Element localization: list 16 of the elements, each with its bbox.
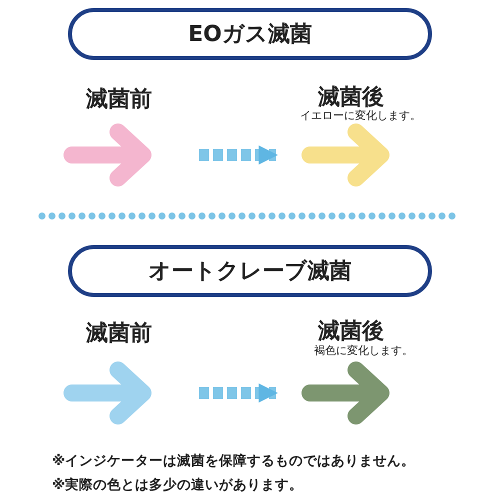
stage-label: 滅菌後 [318, 84, 384, 110]
stage-label: 滅菌前 [86, 320, 152, 348]
arrow-icon [62, 360, 154, 426]
arrow-icon [300, 360, 392, 426]
chevron-arrow [199, 383, 278, 403]
note-text: イエローに変化します。 [300, 108, 421, 123]
heading-banner: オートクレーブ滅菌 [68, 245, 432, 297]
chevron-arrow [199, 145, 278, 165]
arrow-icon [62, 122, 154, 188]
footnote: ※実際の色とは多少の違いがあります。 [52, 476, 304, 494]
arrow-icon [300, 122, 392, 188]
footnote: ※インジケーターは滅菌を保障するものではありません。 [52, 452, 416, 470]
note-text: 褐色に変化します。 [314, 343, 413, 358]
stage-label: 滅菌前 [86, 86, 152, 114]
stage-label: 滅菌後 [318, 318, 384, 344]
heading-banner: EOガス滅菌 [68, 8, 432, 60]
